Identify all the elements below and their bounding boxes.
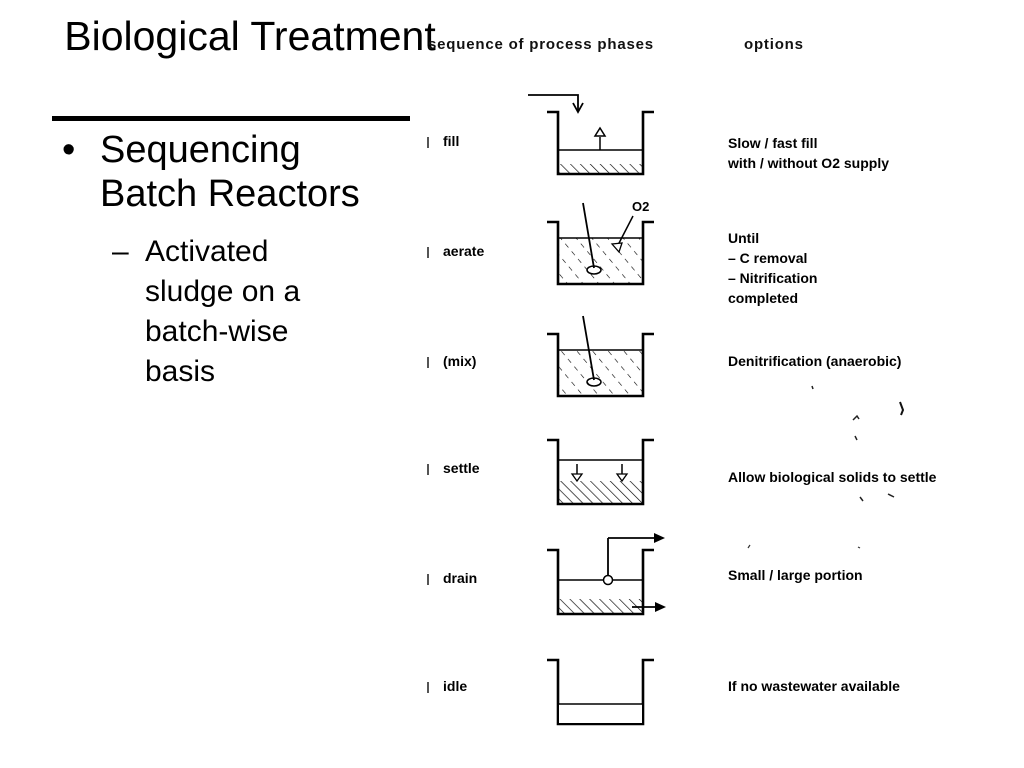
options-header: options: [744, 36, 804, 53]
phase-label-drain: drain: [443, 570, 478, 586]
option-settle: Allow biological solids to settle: [728, 467, 936, 487]
sub-bullet-item: – Activated sludge on a batch-wise basis: [100, 232, 345, 392]
aerate-tank-icon: O2: [547, 199, 654, 286]
phase-marker: [427, 357, 433, 368]
idle-tank-icon: [547, 658, 654, 726]
slide-title: Biological Treatment: [64, 13, 436, 59]
bullet-list: • Sequencing Batch Reactors – Activated …: [60, 128, 400, 392]
fill-tank-icon: [528, 94, 654, 176]
sequence-header: sequence of process phases: [428, 36, 654, 53]
option-line: Until: [728, 230, 760, 246]
option-idle: If no wastewater available: [728, 676, 900, 696]
sub-bullet-text: Activated sludge on a batch-wise basis: [145, 235, 301, 388]
bullet-marker: •: [62, 129, 76, 171]
bullet-text: Sequencing Batch Reactors: [100, 129, 360, 215]
option-aerate: Until – C removal – Nitrification comple…: [728, 228, 817, 308]
title-divider: [52, 116, 410, 121]
scan-artifacts: [747, 385, 905, 549]
phase-marker: [427, 682, 433, 693]
drain-tank-icon: [547, 533, 666, 616]
option-line: – Nitrification: [728, 270, 818, 286]
option-line: Denitrification (anaerobic): [728, 353, 902, 369]
phase-marker: [427, 574, 433, 585]
phase-marker: [427, 247, 433, 258]
settle-tank-icon: [547, 438, 654, 506]
option-line: If no wastewater available: [728, 678, 900, 694]
phase-marker: [427, 137, 433, 148]
option-drain: Small / large portion: [728, 565, 863, 585]
option-fill: Slow / fast fill with / without O2 suppl…: [728, 133, 889, 173]
phase-label-aerate: aerate: [443, 243, 485, 259]
option-line: Slow / fast fill: [728, 135, 818, 151]
mix-tank-icon: [547, 315, 654, 398]
sub-bullet-marker: –: [112, 235, 129, 268]
option-line: completed: [728, 290, 799, 306]
phase-marker: [427, 464, 433, 475]
phase-label-idle: idle: [443, 678, 468, 694]
option-line: with / without O2 supply: [728, 155, 889, 171]
option-line: Allow biological solids to settle: [728, 469, 937, 485]
bullet-item: • Sequencing Batch Reactors: [60, 128, 400, 216]
phase-label-fill: fill: [443, 133, 460, 149]
option-line: – C removal: [728, 250, 808, 266]
phase-label-mix: (mix): [443, 353, 477, 369]
option-line: Small / large portion: [728, 567, 863, 583]
o2-label: O2: [632, 199, 649, 214]
option-mix: Denitrification (anaerobic): [728, 351, 901, 371]
phase-label-settle: settle: [443, 460, 480, 476]
